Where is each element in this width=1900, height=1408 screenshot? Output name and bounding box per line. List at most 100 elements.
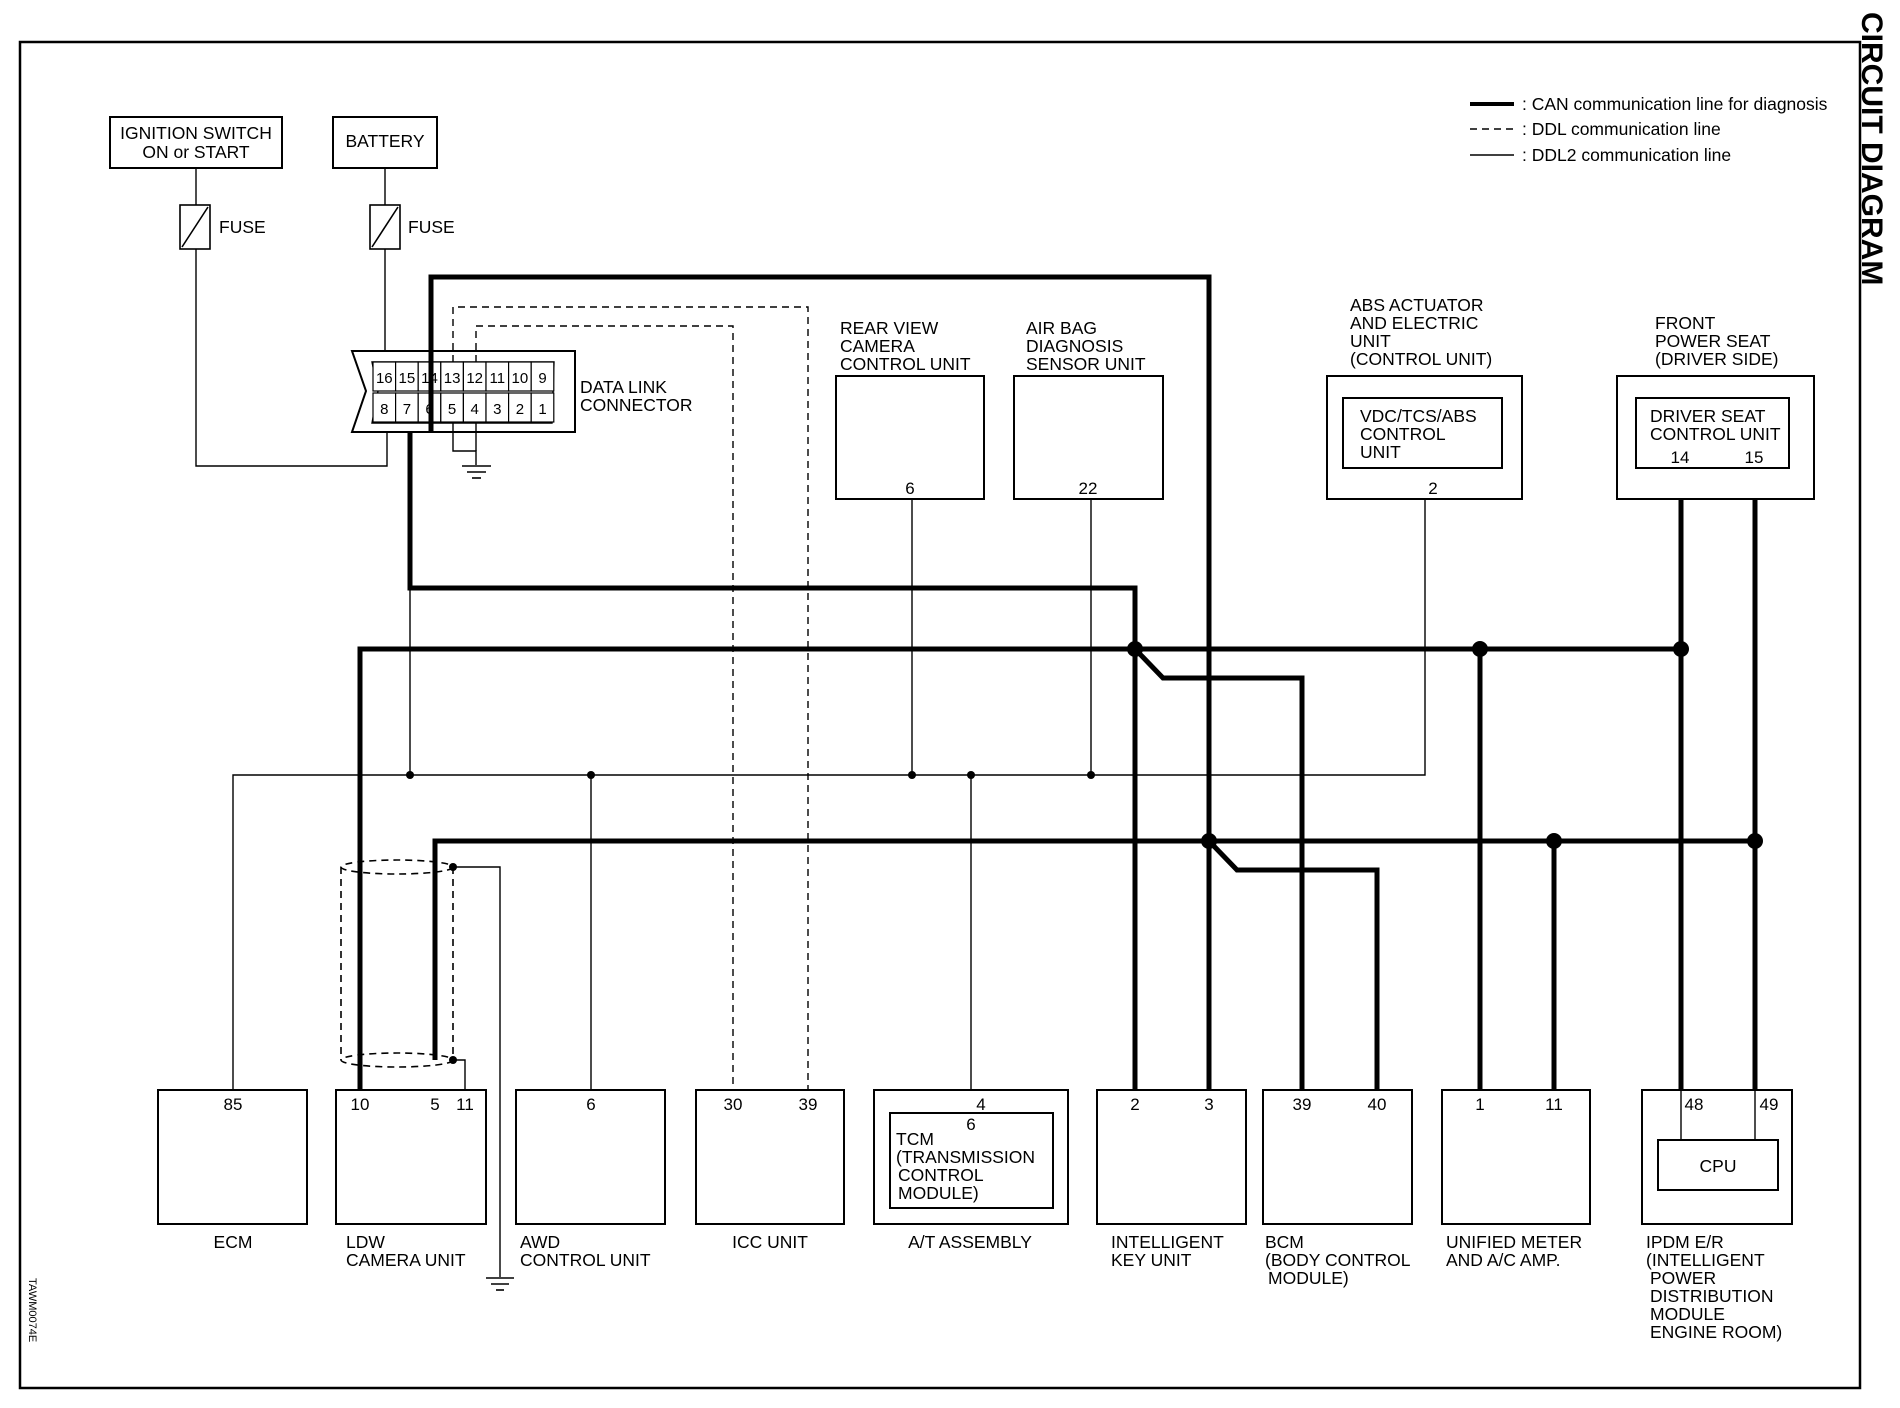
can-bus-low	[432, 499, 1758, 1060]
pin-abs-2: 2	[1428, 479, 1437, 498]
ipdm-label-4: DISTRIBUTION	[1650, 1286, 1773, 1306]
legend-ddl2-text: : DDL2 communication line	[1522, 145, 1731, 165]
ecm-label: ECM	[214, 1232, 253, 1252]
bcm-label-1: BCM	[1265, 1232, 1304, 1252]
tcm-label-4: MODULE)	[898, 1183, 979, 1203]
pin-ipdm-49: 49	[1760, 1095, 1779, 1114]
awd-label-2: CONTROL UNIT	[520, 1250, 651, 1270]
ground-icon	[486, 1277, 514, 1291]
pin-ikey-2: 2	[1130, 1095, 1139, 1114]
ddl-line-icc-39	[452, 306, 809, 1090]
pin-at-4: 4	[976, 1095, 985, 1114]
pin-rear-camera-6: 6	[905, 479, 914, 498]
rear-view-camera-unit	[835, 375, 985, 500]
vdc-label-3: UNIT	[1360, 442, 1401, 462]
pin-icc-39: 39	[799, 1095, 818, 1114]
pin-ipdm-48: 48	[1685, 1095, 1704, 1114]
ikey-label-1: INTELLIGENT	[1111, 1232, 1224, 1252]
dlc-pin-label: 2	[516, 401, 524, 418]
dlc-label-2: CONNECTOR	[580, 395, 692, 415]
vdc-tcs-abs-control-unit	[1342, 397, 1503, 469]
dlc-label-1: DATA LINK	[580, 377, 667, 397]
ignition-switch-box	[109, 116, 283, 169]
pin-seat-14: 14	[1671, 448, 1690, 467]
ipdm-label-6: ENGINE ROOM)	[1650, 1322, 1782, 1342]
diagram-frame	[18, 40, 1862, 1390]
fuse-label-battery: FUSE	[408, 217, 455, 237]
rear-camera-label-1: REAR VIEW	[840, 318, 939, 338]
pin-tcm-6: 6	[966, 1115, 975, 1134]
dlc-pin-label: 16	[376, 370, 393, 387]
bcm-unit	[1262, 1089, 1413, 1225]
airbag-label-1: AIR BAG	[1026, 318, 1097, 338]
cpu-box	[1657, 1139, 1779, 1191]
tcm-label-1: TCM	[896, 1129, 934, 1149]
ipdm-label-3: POWER	[1650, 1268, 1716, 1288]
can-bus-high	[357, 499, 1684, 1090]
legend-can-text: : CAN communication line for diagnosis	[1522, 94, 1828, 114]
seat-label-2: POWER SEAT	[1655, 331, 1771, 351]
ldw-camera-unit	[335, 1089, 487, 1225]
abs-label-1: ABS ACTUATOR	[1350, 295, 1484, 315]
bcm-label-2: (BODY CONTROL	[1265, 1250, 1411, 1270]
tcm-unit	[889, 1112, 1054, 1209]
ikey-label-2: KEY UNIT	[1111, 1250, 1192, 1270]
dlc-pin-label: 12	[466, 370, 483, 387]
pin-awd-6: 6	[586, 1095, 595, 1114]
dlc-pin-cell	[530, 361, 555, 392]
fuse-label-ignition: FUSE	[219, 217, 266, 237]
ddl-line-icc-30	[475, 325, 734, 1090]
can-line-dlc-ikey2	[407, 432, 1138, 1090]
pin-meter-1: 1	[1475, 1095, 1484, 1114]
ignition-switch-label-1: IGNITION SWITCH	[120, 123, 272, 143]
icc-unit	[695, 1089, 845, 1225]
ipdm-label-2: (INTELLIGENT	[1646, 1250, 1765, 1270]
bcm-label-3: MODULE)	[1268, 1268, 1349, 1288]
seat-label-3: (DRIVER SIDE)	[1655, 349, 1778, 369]
icc-label: ICC UNIT	[732, 1232, 808, 1252]
tcm-label-3: CONTROL	[898, 1165, 984, 1185]
driver-seat-label-2: CONTROL UNIT	[1650, 424, 1781, 444]
ldw-label-1: LDW	[346, 1232, 385, 1252]
dlc-pin-label: 4	[471, 401, 479, 418]
meter-label-2: AND A/C AMP.	[1446, 1250, 1560, 1270]
awd-control-unit	[515, 1089, 666, 1225]
ldw-label-2: CAMERA UNIT	[346, 1250, 466, 1270]
dlc-pin-label: 1	[538, 401, 546, 418]
pin-meter-11: 11	[1545, 1095, 1563, 1114]
dlc-pin-label: 10	[512, 370, 529, 387]
vdc-label-1: VDC/TCS/ABS	[1360, 406, 1477, 426]
page-title: CIRCUIT DIAGRAM	[1855, 12, 1888, 286]
driver-seat-control-unit	[1635, 397, 1790, 469]
dlc-pin-label: 3	[493, 401, 501, 418]
can-line-dlc-ikey3	[428, 274, 1212, 1090]
airbag-label-3: SENSOR UNIT	[1026, 354, 1146, 374]
driver-seat-label-1: DRIVER SEAT	[1650, 406, 1766, 426]
ignition-switch-label-2: ON or START	[142, 142, 250, 162]
battery-box	[332, 116, 438, 169]
dlc-pin-label: 15	[399, 370, 416, 387]
abs-label-3: UNIT	[1350, 331, 1391, 351]
dlc-pin-label: 5	[448, 401, 456, 418]
dlc-pin-label: 13	[444, 370, 461, 387]
dlc-pin-label: 11	[490, 370, 506, 387]
awd-label-1: AWD	[520, 1232, 560, 1252]
ddl2-bus	[232, 499, 1426, 1090]
airbag-label-2: DIAGNOSIS	[1026, 336, 1123, 356]
meter-label-1: UNIFIED METER	[1446, 1232, 1582, 1252]
legend: : CAN communication line for diagnosis :…	[1470, 94, 1828, 165]
pin-airbag-22: 22	[1079, 479, 1098, 498]
dlc-pin-label: 9	[538, 370, 546, 387]
ipdm-label-1: IPDM E/R	[1646, 1232, 1724, 1252]
figure-code: TAWM0074E	[26, 1278, 38, 1343]
vdc-label-2: CONTROL	[1360, 424, 1446, 444]
battery-label: BATTERY	[345, 131, 424, 151]
pin-bcm-39: 39	[1293, 1095, 1312, 1114]
dlc-pin-cell	[530, 392, 555, 423]
legend-ddl-text: : DDL communication line	[1522, 119, 1721, 139]
pin-seat-15: 15	[1745, 448, 1764, 467]
ground-icon	[462, 465, 491, 479]
cpu-label: CPU	[1700, 1156, 1737, 1176]
